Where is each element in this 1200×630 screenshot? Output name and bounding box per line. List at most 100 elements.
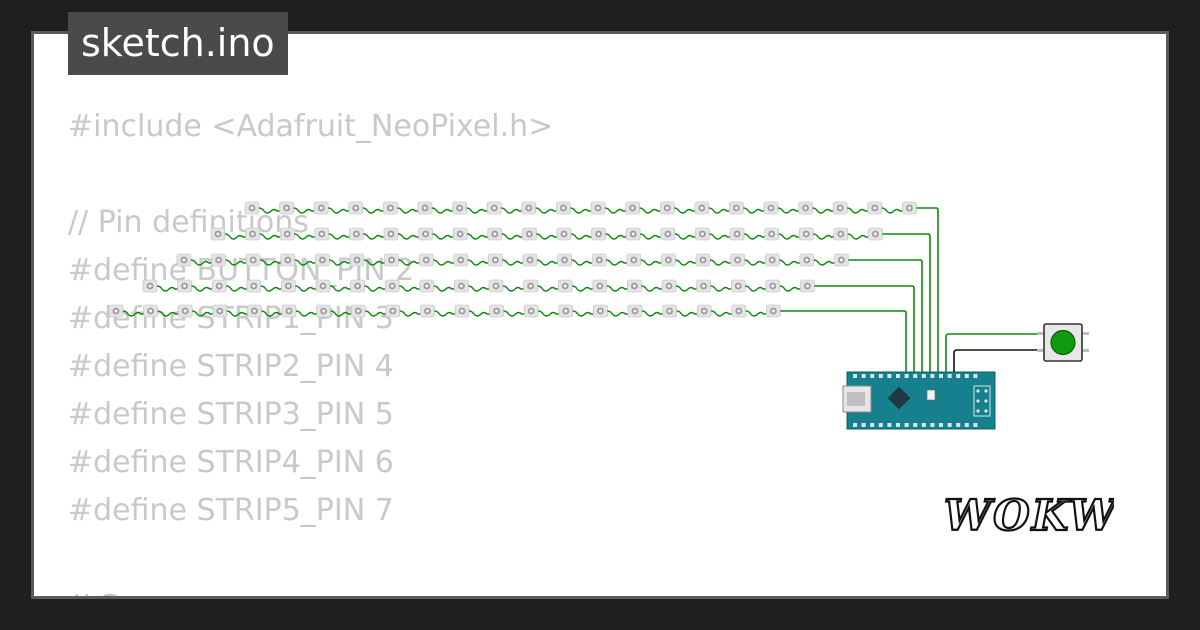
strip-link-wire [812, 207, 834, 214]
neopixel-led [558, 304, 574, 318]
neopixel-led [834, 253, 849, 267]
neopixel-led [418, 253, 434, 267]
neopixel-led [384, 253, 399, 267]
strip-link-wire [363, 233, 385, 240]
strip-link-wire [225, 259, 247, 266]
strip-link-wire [330, 310, 352, 317]
strip-link-wire [708, 207, 730, 214]
neopixel-led [799, 253, 815, 267]
strip-link-wire [191, 285, 213, 292]
strip-link-wire [606, 259, 628, 266]
strip-link-wire [570, 207, 592, 214]
strip-link-wire [881, 207, 903, 214]
neopixel-led [695, 253, 711, 267]
strip-link-wire [398, 259, 420, 266]
neopixel-led [763, 201, 779, 215]
strip-link-wire [364, 285, 386, 292]
strip-link-wire [676, 310, 698, 317]
wokwi-logo-text: WOKWI [944, 494, 1114, 538]
strip-link-wire [607, 310, 629, 317]
strip-link-wire [432, 233, 454, 240]
neopixel-led [245, 253, 261, 267]
strip-link-wire [571, 259, 593, 266]
header-pin [947, 374, 952, 378]
neopixel-led [765, 279, 781, 293]
header-pin [947, 423, 952, 427]
strip-link-wire [674, 207, 696, 214]
pushbutton [1037, 323, 1089, 362]
strip-link-wire [639, 207, 661, 214]
neopixel-led [590, 201, 606, 215]
neopixel-led [315, 279, 331, 293]
header-pin [870, 374, 875, 378]
strip-link-wire [605, 233, 627, 240]
neopixel-led [489, 304, 504, 318]
header-pin [887, 374, 892, 378]
header-pin [964, 423, 969, 427]
strip-link-wire [503, 310, 525, 317]
header-pin [853, 374, 857, 378]
header-pin [904, 423, 909, 427]
strip-link-wire [157, 310, 179, 317]
strip-link-wire [744, 259, 766, 266]
neopixel-led [625, 227, 641, 241]
neopixel-led [454, 279, 469, 293]
neopixel-led [902, 201, 917, 215]
signal-wire [916, 207, 939, 372]
strip-link-wire [570, 233, 592, 240]
strip-link-wire [329, 285, 351, 292]
neopixel-led [661, 279, 677, 293]
strip-link-wire [363, 259, 385, 266]
neopixel-led [764, 227, 779, 241]
neopixel-led [832, 201, 848, 215]
strip-link-wire [745, 310, 767, 317]
code-line: // C [68, 583, 553, 596]
strip-link-wire [329, 259, 351, 266]
neopixel-led [348, 201, 364, 215]
header-pin [973, 374, 978, 378]
neopixel-led [313, 201, 329, 215]
neopixel-led [730, 253, 745, 267]
neopixel-led [420, 304, 435, 318]
file-tab[interactable]: sketch.ino [68, 12, 288, 75]
header-pin [956, 374, 961, 378]
strip-link-wire [502, 285, 524, 292]
strip-link-wire [710, 285, 732, 292]
neopixel-led [557, 279, 573, 293]
neopixel-led [177, 304, 193, 318]
strip-link-wire [640, 259, 662, 266]
header-pin [861, 423, 866, 427]
strip-link-wire [397, 207, 419, 214]
strip-link-wire [536, 259, 558, 266]
neopixel-led [521, 201, 537, 215]
neopixel-led [486, 201, 502, 215]
neopixel-led [766, 304, 781, 318]
signal-wire [882, 233, 931, 372]
strip-link-wire [641, 285, 663, 292]
strip-link-wire [467, 233, 489, 240]
strip-link-wire [813, 259, 835, 266]
neopixel-led [660, 227, 676, 241]
neopixel-led [592, 279, 608, 293]
neopixel-led [523, 279, 538, 293]
strip-link-wire [397, 233, 419, 240]
neopixel-led [142, 279, 158, 293]
neopixel-led [383, 201, 398, 215]
header-pin [913, 423, 918, 427]
neopixel-led [695, 227, 710, 241]
strip-link-wire [847, 233, 869, 240]
strip-link-wire [190, 259, 212, 266]
neopixel-led [350, 304, 366, 318]
strip-link-wire [777, 207, 799, 214]
strip-link-wire [501, 207, 523, 214]
neopixel-led [279, 201, 294, 215]
strip-link-wire [606, 285, 628, 292]
neopixel-led [350, 279, 365, 293]
strip-link-wire [709, 233, 731, 240]
strip-link-wire [743, 207, 765, 214]
strip-link-wire [295, 310, 317, 317]
neopixel-led [729, 227, 745, 241]
arduino-nano-board [842, 371, 996, 430]
strip-link-wire [226, 310, 248, 317]
neopixel-led [556, 227, 572, 241]
